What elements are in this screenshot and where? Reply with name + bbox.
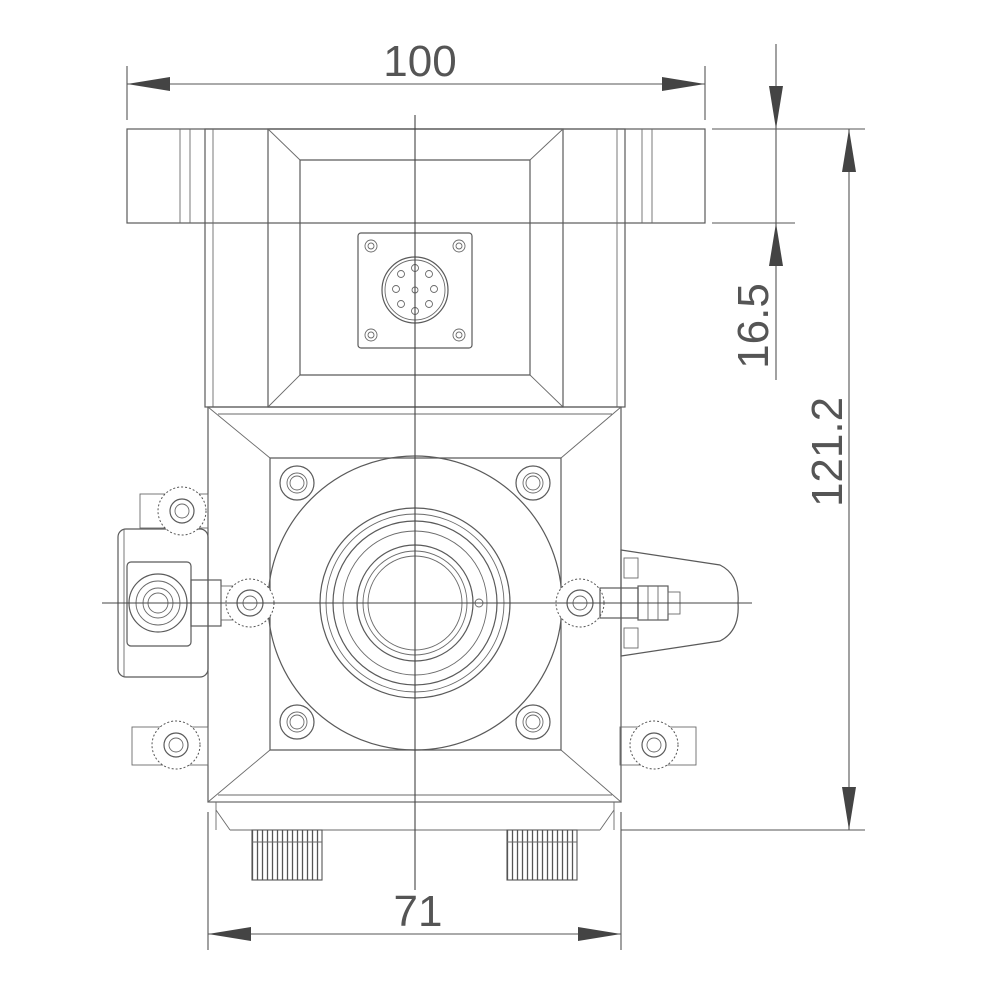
center-lines [102,115,752,890]
dimension-total-height: 121.2 [621,128,865,831]
bottom-fittings [251,829,578,881]
dimension-label-flange-height: 16.5 [729,283,778,369]
dimension-label-total-height: 121.2 [803,397,852,507]
left-fitting [117,486,240,770]
dimension-top-width: 100 [126,37,706,120]
dimension-label-top-width: 100 [383,37,456,86]
dimension-flange-height: 16.5 [712,44,795,380]
dimension-bottom-width: 71 [207,812,622,950]
flange [126,128,706,224]
dimension-label-bottom-width: 71 [394,887,443,936]
upper-housing [126,128,706,408]
plate-screws [279,465,551,740]
